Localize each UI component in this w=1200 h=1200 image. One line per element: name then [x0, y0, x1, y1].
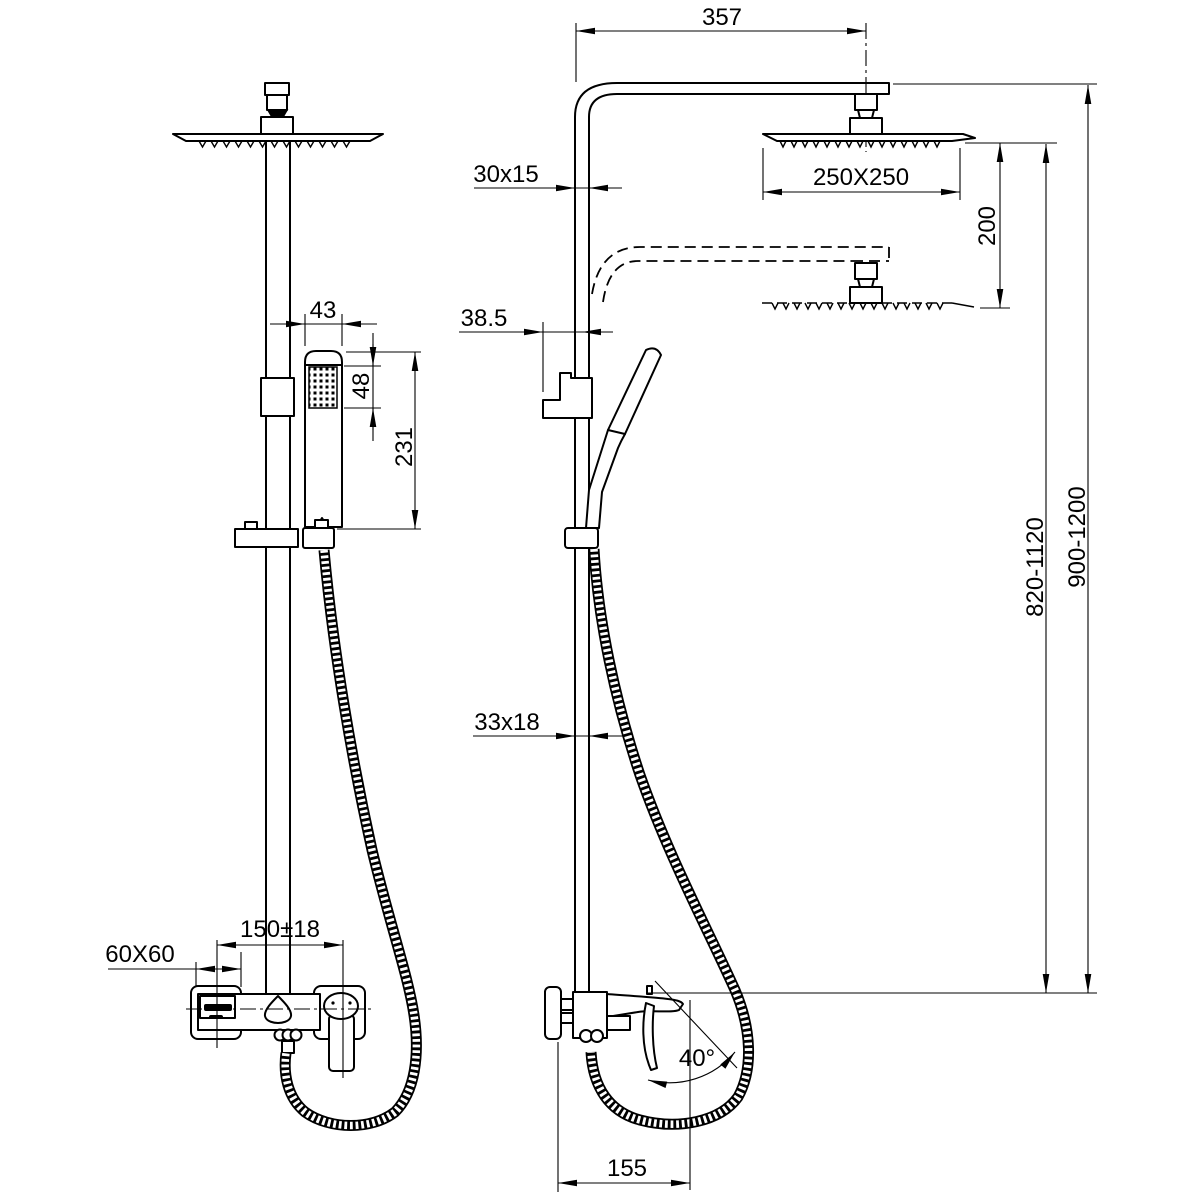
slider-bar [234, 528, 299, 548]
dim-label-357: 357 [702, 4, 742, 31]
hand-shower-front [234, 350, 343, 549]
dim-head-offset: 200 [965, 142, 1057, 309]
riser-pipe-side [574, 82, 890, 993]
dim-bracket-offset: 38.5 [459, 305, 613, 392]
head-plate-side [762, 133, 976, 142]
front-view: 43 48 231 150±18 60X60 [105, 82, 422, 1131]
dim-label-43: 43 [310, 297, 337, 324]
dim-hand-shower-width: 43 [270, 297, 377, 346]
spray-face [308, 366, 338, 409]
dim-label-30x15: 30x15 [473, 161, 538, 188]
shower-hose-front [279, 549, 422, 1131]
lowered-position-dashed [591, 246, 975, 311]
slider-clamp [302, 527, 335, 549]
rain-shower-head-front [172, 82, 384, 149]
head-plate [172, 133, 384, 142]
dim-label-38-5: 38.5 [461, 305, 508, 332]
swivel-joint [266, 109, 289, 118]
dim-lower-pipe-section: 33x18 [473, 709, 625, 740]
nozzle-teeth-lowered [771, 302, 944, 311]
dim-label-48: 48 [348, 373, 375, 400]
dim-upper-pipe-section: 30x15 [473, 161, 622, 192]
swivel-joint-side [857, 109, 875, 119]
nozzle-teeth [198, 140, 351, 149]
mixer-side [544, 985, 684, 1071]
dim-label-60x60: 60X60 [105, 941, 174, 968]
dim-label-231: 231 [391, 427, 418, 467]
wall-flange [544, 986, 562, 1040]
dim-label-40deg: 40° [679, 1045, 715, 1072]
dim-spray-face-height: 48 [344, 333, 381, 441]
pipe-union-collar [260, 377, 295, 417]
handle-joint [323, 992, 359, 1020]
handle-lever [328, 1014, 355, 1072]
slider-clamp-side [564, 527, 599, 549]
hose-coupling [281, 1040, 295, 1054]
dim-handle-angle: 40° [647, 980, 738, 1190]
dim-total-height: 900-1200 [648, 83, 1097, 994]
shower-hose-side [585, 548, 755, 1130]
dim-label-820-1120: 820-1120 [1022, 517, 1049, 617]
dim-spout-reach: 155 [557, 1042, 690, 1192]
dim-arm-projection: 357 [575, 4, 866, 82]
rain-shower-head-side [762, 23, 976, 152]
dim-label-33x18: 33x18 [474, 709, 539, 736]
nozzle-teeth-side [779, 140, 941, 149]
dim-label-150: 150±18 [240, 916, 320, 943]
riser-pipe-front [260, 140, 295, 995]
dim-riser-height: 820-1120 [1022, 144, 1050, 993]
hand-shower-side [564, 347, 662, 549]
dim-escutcheon: 60X60 [105, 941, 242, 987]
wall-bracket [542, 372, 593, 419]
dim-inlet-spacing: 150±18 [216, 916, 344, 1078]
dim-hand-shower-length: 231 [337, 351, 421, 530]
dim-label-900-1200: 900-1200 [1064, 486, 1091, 587]
dim-label-250x250: 250X250 [813, 164, 909, 191]
dim-head-size: 250X250 [762, 148, 961, 200]
side-view: 357 250X250 200 30x15 38.5 [459, 4, 1097, 1192]
dim-label-200: 200 [974, 206, 1001, 246]
handle-lever-side [642, 1002, 658, 1071]
dim-label-155: 155 [607, 1155, 647, 1182]
